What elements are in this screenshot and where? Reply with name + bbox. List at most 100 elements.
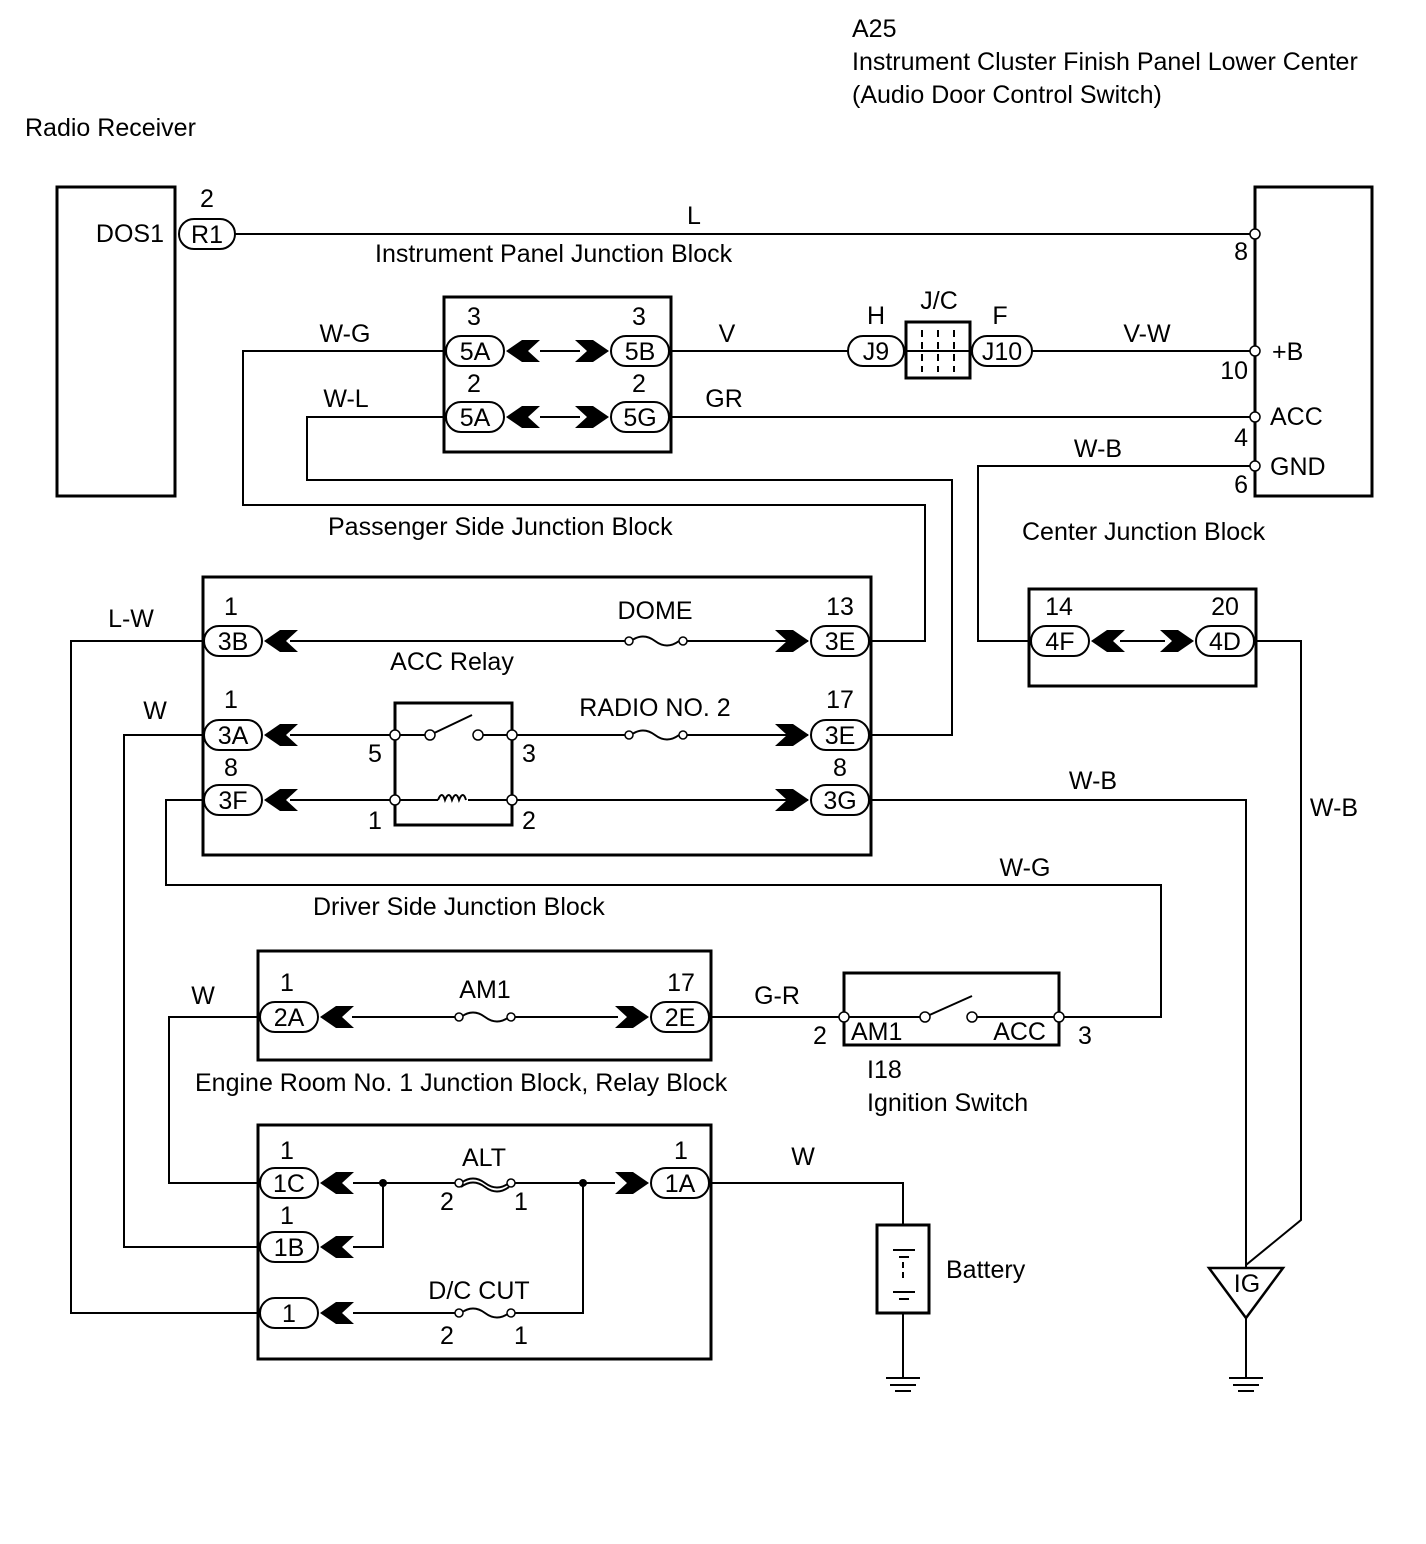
wire-w-engine-label: W [191, 982, 215, 1010]
terminals [379, 228, 1261, 1187]
ignition-term-am1: AM1 [851, 1018, 902, 1046]
c3a-pin: 1 [224, 686, 238, 714]
ipjb-c3-name: 5A [460, 404, 491, 432]
c3e-mid-name: 3E [825, 722, 856, 750]
relay-pin-3: 3 [522, 740, 536, 768]
ig-ground-icon [1229, 1377, 1263, 1392]
switch-pin-10: 10 [1220, 357, 1248, 385]
am1-fuse-label: AM1 [459, 976, 510, 1004]
wire-gr-label: GR [705, 385, 743, 413]
c4f-name: 4F [1045, 628, 1074, 656]
passenger-jb-box [201, 575, 873, 857]
wire-w-b-mid-label: W-B [1069, 767, 1117, 795]
alt-fuse [460, 1177, 510, 1189]
alt-pin-right: 1 [514, 1188, 528, 1216]
c3g-pin: 8 [833, 754, 847, 782]
ipjb-c4-pin: 2 [632, 370, 646, 398]
wire-w-left-label: W [143, 697, 167, 725]
switch-pin-8: 8 [1234, 238, 1248, 266]
dome-fuse-label: DOME [618, 597, 693, 625]
switch-term-acc: ACC [1270, 403, 1323, 431]
c1a-pin: 1 [674, 1137, 688, 1165]
wires [70, 233, 1302, 1378]
passenger-jb-label: Passenger Side Junction Block [328, 513, 673, 541]
dos1-terminal-label: DOS1 [96, 220, 164, 248]
ipjb-c3-pin: 2 [467, 370, 481, 398]
ignition-pin-2: 2 [813, 1022, 827, 1050]
dc-pin-right: 1 [514, 1322, 528, 1350]
radio-fuse [630, 729, 680, 741]
dome-fuse [630, 635, 680, 647]
wire-l-w-label: L-W [108, 605, 154, 633]
ignition-code: I18 [867, 1056, 902, 1084]
radio-fuse-label: RADIO NO. 2 [579, 694, 730, 722]
switch-term-gnd: GND [1270, 453, 1326, 481]
c2a-pin: 1 [280, 969, 294, 997]
ignition-pin-3: 3 [1078, 1022, 1092, 1050]
relay-pin-2: 2 [522, 807, 536, 835]
c3f-pin: 8 [224, 754, 238, 782]
switch-term-b: +B [1272, 338, 1303, 366]
dc-cut-fuse-label: D/C CUT [428, 1277, 529, 1305]
c2e-name: 2E [665, 1004, 696, 1032]
jc-right-pin: F [992, 302, 1007, 330]
battery-ground-icon [886, 1377, 920, 1392]
wire-l-label: L [687, 202, 701, 230]
c1-name: 1 [282, 1300, 296, 1328]
dc-cut-fuse [460, 1307, 510, 1319]
alt-pin-left: 2 [440, 1188, 454, 1216]
connector-pills [178, 218, 1255, 1329]
instrument-panel-jb-label: Instrument Panel Junction Block [375, 240, 733, 268]
wire-w-battery-label: W [791, 1143, 815, 1171]
switch-subtitle: (Audio Door Control Switch) [852, 81, 1162, 109]
jc-right-name: J10 [982, 338, 1022, 366]
c4d-pin: 20 [1211, 593, 1239, 621]
wire-w-g-low-label: W-G [1000, 854, 1051, 882]
ig-ground-label: IG [1234, 1270, 1260, 1298]
c3e-top-pin: 13 [826, 593, 854, 621]
relay-pin-5: 5 [368, 740, 382, 768]
ig-ground-triangle [1206, 1266, 1286, 1321]
c2a-name: 2A [274, 1004, 305, 1032]
c1b-name: 1B [274, 1234, 305, 1262]
c3f-name: 3F [218, 787, 247, 815]
audio-door-switch-box [1253, 185, 1374, 498]
driver-jb-box [256, 949, 713, 1062]
wire-w-l-label: W-L [323, 385, 368, 413]
battery-symbol [893, 1249, 915, 1300]
c3g-name: 3G [823, 787, 856, 815]
c1b-pin: 1 [280, 1202, 294, 1230]
wire-w-b-right-label: W-B [1310, 794, 1358, 822]
ignition-label: Ignition Switch [867, 1089, 1028, 1117]
ipjb-c1-name: 5A [460, 338, 491, 366]
relay-pin-1: 1 [368, 807, 382, 835]
center-jb-label: Center Junction Block [1022, 518, 1266, 546]
wire-w-g-top-label: W-G [320, 320, 371, 348]
c1a-name: 1A [665, 1170, 696, 1198]
ipjb-c4-name: 5G [623, 404, 656, 432]
ipjb-c2-name: 5B [625, 338, 656, 366]
acc-relay-box [393, 701, 514, 827]
alt-fuse-label: ALT [462, 1144, 506, 1172]
c3e-mid-pin: 17 [826, 686, 854, 714]
c2e-pin: 17 [667, 969, 695, 997]
engine-room-jb-box [256, 1123, 713, 1361]
ipjb-c2-pin: 3 [632, 303, 646, 331]
am1-fuse [460, 1011, 510, 1023]
wire-g-r-label: G-R [754, 982, 800, 1010]
ipjb-c1-pin: 3 [467, 303, 481, 331]
jc-left-name: J9 [863, 338, 889, 366]
acc-relay-label: ACC Relay [390, 648, 514, 676]
arrow-markers [264, 340, 1194, 1324]
wire-w-b-gnd-label: W-B [1074, 435, 1122, 463]
center-jb-box [1027, 587, 1258, 688]
ignition-term-acc: ACC [993, 1018, 1046, 1046]
driver-jb-label: Driver Side Junction Block [313, 893, 605, 921]
c4d-name: 4D [1209, 628, 1241, 656]
engine-room-jb-label: Engine Room No. 1 Junction Block, Relay … [195, 1069, 728, 1097]
radio-receiver-box [55, 185, 177, 498]
switch-pin-6: 6 [1234, 471, 1248, 499]
r1-pin-number: 2 [200, 185, 214, 213]
c1c-pin: 1 [280, 1137, 294, 1165]
radio-receiver-label: Radio Receiver [25, 114, 196, 142]
